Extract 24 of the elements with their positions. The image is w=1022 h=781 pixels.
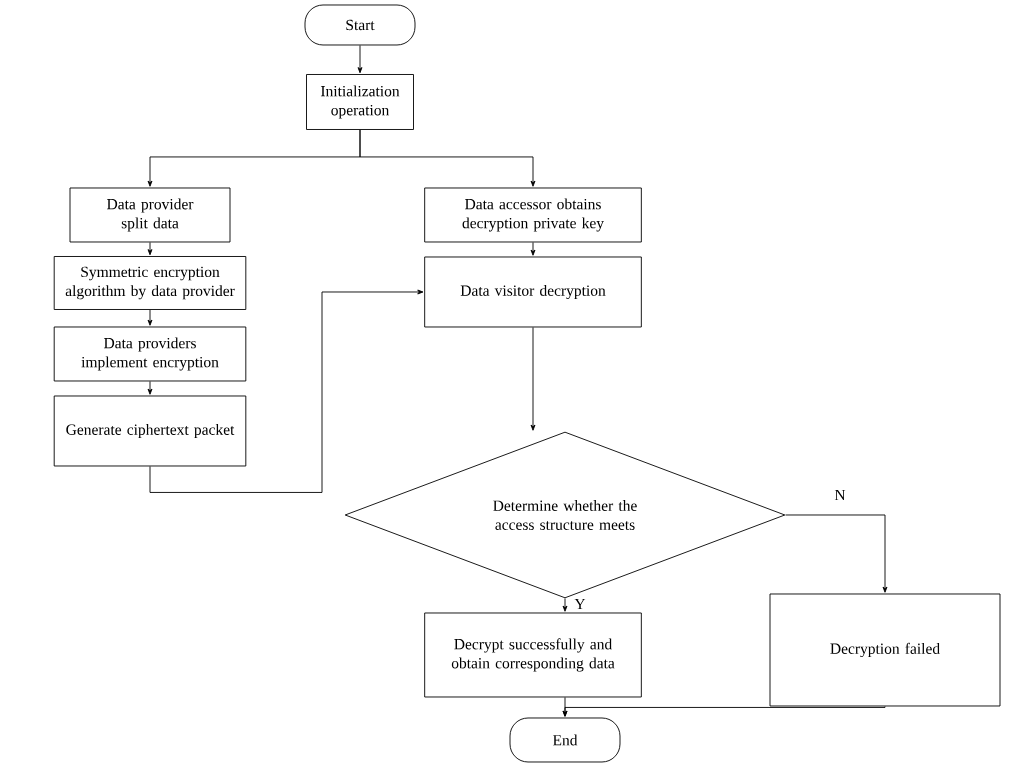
edge-label: Y xyxy=(573,597,587,611)
process-box: Decryption failed xyxy=(769,593,1001,707)
arrow xyxy=(149,289,424,493)
process-box: Symmetric encryption algorithm by data provider xyxy=(53,256,247,310)
process-box: Initialization operation xyxy=(306,74,414,130)
arrow xyxy=(147,242,153,256)
arrow xyxy=(562,598,568,612)
arrow xyxy=(147,309,153,326)
edge-label: N xyxy=(833,488,847,502)
process-box: Data providers implement encryption xyxy=(53,326,247,382)
terminal-box: Start xyxy=(304,4,416,46)
arrow xyxy=(357,45,363,74)
arrow xyxy=(359,129,536,187)
process-box: Data visitor decryption xyxy=(424,256,642,328)
arrow xyxy=(562,706,886,717)
arrow xyxy=(147,381,153,395)
process-box: Data provider split data xyxy=(69,187,231,243)
arrow xyxy=(785,514,888,593)
process-box: Data accessor obtains decryption private key xyxy=(424,187,642,243)
process-box: Decrypt successfully and obtain corresponding data xyxy=(424,612,642,698)
arrow xyxy=(530,327,536,431)
terminal-box: End xyxy=(509,717,621,763)
arrow xyxy=(530,242,536,256)
process-box: Generate ciphertext packet xyxy=(53,395,247,467)
